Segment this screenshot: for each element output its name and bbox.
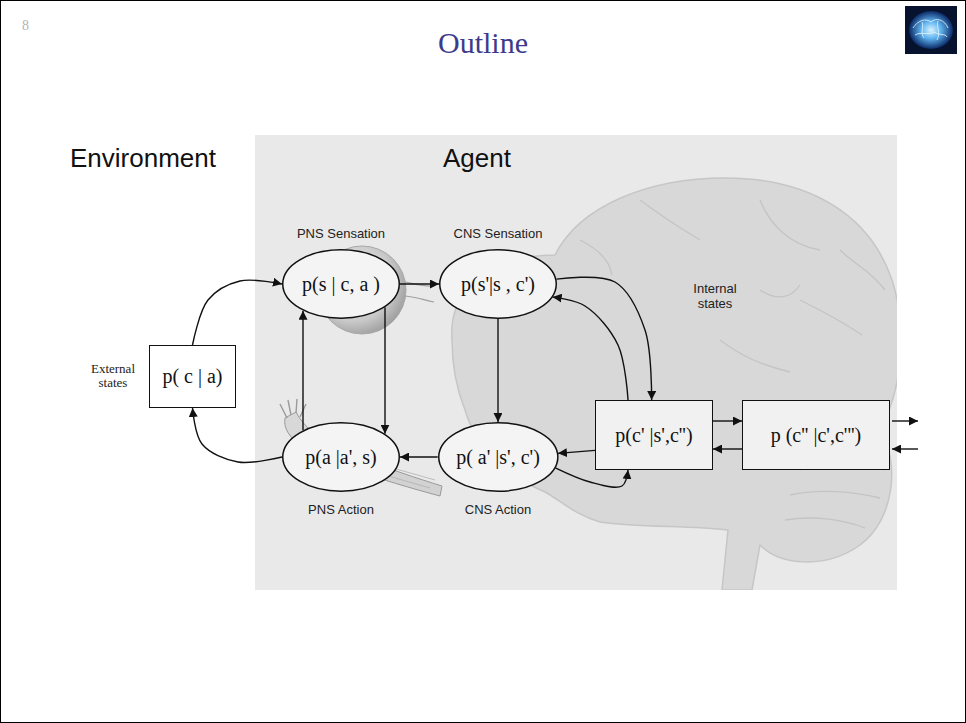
heading-wrap: CNS Action	[465, 500, 531, 518]
connector-arrow	[302, 311, 303, 430]
region-label: Agent	[443, 144, 511, 174]
brain-icon	[905, 6, 957, 54]
probability-term: p( c | a)	[162, 365, 222, 388]
heading-wrap: External states	[84, 362, 142, 392]
internal-state-box: p (c'' |c',c''')	[742, 400, 890, 470]
hand-illustration	[280, 399, 442, 496]
heading-wrap: PNS Action	[308, 500, 374, 518]
label-wrap: Agent	[443, 144, 511, 174]
text-wrap: p(a |a', s)	[305, 446, 376, 469]
probability-term: p(a |a', s)	[305, 446, 376, 469]
connector-arrow	[713, 420, 742, 421]
node-heading: CNS Sensation	[454, 226, 543, 241]
connector-arrow	[553, 297, 628, 400]
text-wrap: p(c' |s',c'')	[615, 424, 692, 447]
region-label: Environment	[70, 144, 216, 174]
probability-term: p(c' |s',c'')	[615, 424, 692, 447]
title-wrap: Outline	[0, 26, 966, 60]
connector-arrow	[555, 468, 628, 488]
connector-arrow	[400, 456, 438, 457]
probability-term: p(s'|s , c')	[461, 273, 535, 296]
label-wrap: Environment	[70, 144, 216, 174]
heading-wrap: PNS Sensation	[297, 224, 385, 242]
group-label: Internal states	[684, 281, 746, 313]
action-ellipse: CNS Actionp( a' |s', c')	[438, 422, 559, 492]
node-heading: CNS Action	[465, 502, 531, 517]
sensation-ellipse: CNS Sensationp(s'|s , c')	[439, 249, 557, 319]
external-state-box: External statesp( c | a)	[149, 345, 236, 408]
ellipse-outline	[440, 250, 557, 319]
slide-title: Outline	[438, 26, 528, 60]
label-wrap: Internal states	[684, 281, 746, 313]
text-wrap: p (c'' |c',c''')	[771, 424, 862, 447]
heading-wrap: CNS Sensation	[454, 224, 543, 242]
outgoing-arrows	[892, 421, 918, 449]
sensation-ellipse: PNS Sensationp(s | c, a )	[282, 249, 400, 319]
probability-term: p (c'' |c',c''')	[771, 424, 862, 447]
internal-state-box: p(c' |s',c'')	[595, 400, 713, 470]
connector-arrow	[384, 307, 385, 433]
connector-arrow	[497, 319, 498, 422]
probability-term: p( a' |s', c')	[456, 446, 540, 469]
probability-term: p(s | c, a )	[302, 273, 380, 296]
connector-arrow	[558, 450, 595, 453]
connector-arrow	[556, 277, 651, 400]
connector-arrow	[193, 408, 283, 462]
ellipse-outline	[283, 423, 400, 492]
text-wrap: p( a' |s', c')	[456, 446, 540, 469]
node-heading: PNS Sensation	[297, 226, 385, 241]
connector-arrow	[400, 283, 439, 284]
text-wrap: p( c | a)	[162, 365, 222, 388]
connector-arrow	[713, 448, 742, 449]
label-wrap: 8	[22, 16, 29, 34]
node-heading: PNS Action	[308, 502, 374, 517]
brain-silhouette	[452, 178, 897, 590]
action-ellipse: PNS Actionp(a |a', s)	[282, 422, 400, 492]
ellipse-outline	[283, 250, 400, 319]
page-number: 8	[22, 18, 29, 34]
ellipse-outline	[438, 423, 557, 492]
node-heading: External states	[84, 362, 142, 392]
text-wrap: p(s | c, a )	[302, 273, 380, 296]
text-wrap: p(s'|s , c')	[461, 273, 535, 296]
connector-arrow	[193, 280, 283, 345]
